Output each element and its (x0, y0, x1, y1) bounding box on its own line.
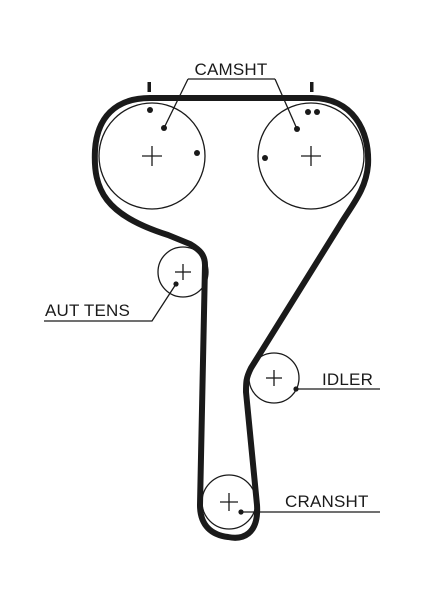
leader-line-tensioner (44, 283, 177, 322)
label-tensioner: AUT TENS (45, 301, 130, 320)
camshaft-pulley-left (98, 102, 206, 210)
label-idler: IDLER (322, 370, 373, 389)
leader-line-camshaft (163, 78, 298, 130)
timing-mark-right (310, 82, 314, 92)
crankshaft-pulley (201, 474, 257, 530)
timing-mark-left (147, 82, 151, 92)
label-camshaft: CAMSHT (195, 60, 268, 79)
idler-pulley (248, 352, 300, 404)
timing-belt (91, 95, 372, 541)
tensioner-pulley (157, 246, 209, 298)
label-crankshaft: CRANSHT (285, 492, 369, 511)
camshaft-pulley-right (257, 102, 365, 210)
